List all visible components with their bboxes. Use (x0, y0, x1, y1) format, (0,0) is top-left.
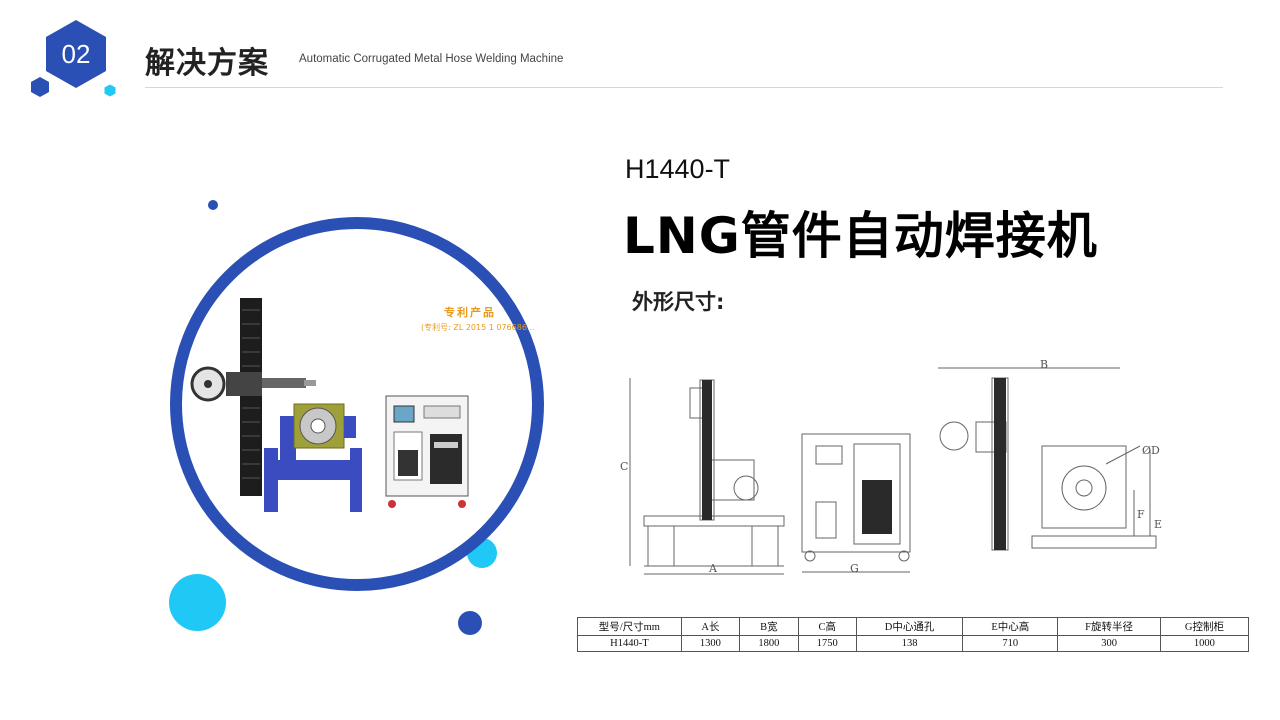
table-cell: H1440-T (577, 635, 682, 652)
table-header-cell: G控制柜 (1159, 617, 1250, 636)
section-subtitle: Automatic Corrugated Metal Hose Welding … (299, 53, 564, 65)
decorative-dot (208, 200, 218, 210)
dimension-label-f: F (1137, 508, 1145, 521)
table-header-cell: D中心通孔 (855, 617, 964, 636)
table-header-cell: F旋转半径 (1057, 617, 1161, 636)
table-header-cell: 型号/尺寸mm (577, 617, 682, 636)
table-cell: 1000 (1159, 635, 1250, 652)
dimension-label-d: ØD (1142, 444, 1160, 457)
table-cell: 1800 (739, 635, 799, 652)
technical-drawings: A B C ØD E F G (620, 360, 1162, 575)
table-header-cell: C高 (797, 617, 857, 636)
decorative-circle-blue (458, 611, 482, 635)
table-cell: 710 (962, 635, 1059, 652)
dimension-label-b: B (1040, 360, 1048, 371)
model-label: H1440-T (625, 154, 731, 184)
table-cell: 138 (855, 635, 964, 652)
dimension-label-a: A (708, 562, 718, 575)
section-title: 解决方案 (145, 46, 269, 81)
section-badge-hexagon (44, 18, 108, 90)
patent-product-label: 专利产品 (444, 306, 496, 319)
product-name: LNG管件自动焊接机 (623, 207, 1098, 265)
machine-illustration (190, 298, 469, 512)
spec-table: 型号/尺寸mm A长 B宽 C高 D中心通孔 E中心高 F旋转半径 G控制柜 H… (577, 617, 1250, 652)
table-header-cell: A长 (680, 617, 741, 636)
dimension-label-c: C (620, 460, 628, 473)
dimension-label-e: E (1154, 518, 1162, 531)
table-row: H1440-T 1300 1800 1750 138 710 300 1000 (577, 635, 1250, 652)
table-cell: 1750 (797, 635, 857, 652)
header-divider (145, 87, 1223, 88)
table-header-row: 型号/尺寸mm A长 B宽 C高 D中心通孔 E中心高 F旋转半径 G控制柜 (577, 617, 1250, 636)
dimensions-heading: 外形尺寸: (632, 290, 725, 314)
table-header-cell: B宽 (739, 617, 799, 636)
patent-number: (专利号: ZL 2015 1 076686... (421, 323, 535, 332)
dimension-label-g: G (850, 562, 859, 575)
table-header-cell: E中心高 (962, 617, 1059, 636)
section-number: 02 (61, 38, 91, 69)
table-cell: 1300 (680, 635, 741, 652)
small-hexagon-decoration (31, 77, 49, 97)
tiny-hexagon-decoration (104, 84, 116, 97)
decorative-circle-cyan-large (169, 574, 226, 631)
table-cell: 300 (1057, 635, 1161, 652)
